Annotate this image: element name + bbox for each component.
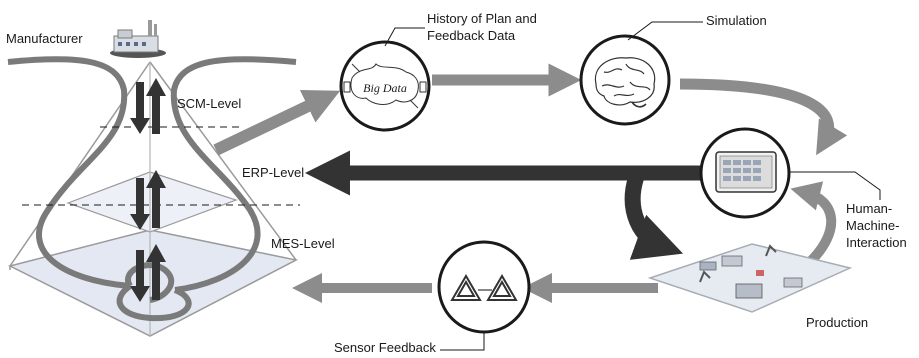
history-label-line1: History of Plan and [427,11,537,26]
production-floor-icon [647,243,853,313]
hmi-label-line3: Interaction [846,235,907,250]
factory-icon [110,20,166,58]
hmi-circle [699,127,791,219]
brain-icon [594,57,656,108]
history-label-line2: Feedback Data [427,28,516,43]
simulation-label: Simulation [706,13,767,28]
arrow-to-hmi [679,78,848,156]
hmi-label-line2: Machine- [846,218,900,233]
hmi-label-line1: Human- [846,201,893,216]
arrow-to-history [213,90,341,156]
erp-level-label: ERP-Level [242,165,305,180]
manufacturer-label: Manufacturer [6,31,83,46]
simulation-circle [579,34,671,126]
vertical-arrows [130,78,166,302]
tablet-icon [715,151,777,193]
scm-level-label: SCM-Level [177,96,242,111]
arrow-to-production [624,175,684,260]
simulation-leader [627,21,703,41]
sensor-feedback-label: Sensor Feedback [334,340,436,355]
history-leader [384,27,425,47]
big-data-text: Big Data [363,81,407,95]
sensor-circle [437,240,531,334]
pyramid [7,56,300,337]
sensor-leader [440,332,485,351]
funnel-outline [7,56,131,289]
penrose-triangle-icon [450,274,518,301]
production-label: Production [806,315,869,330]
big-data-icon [343,63,427,109]
arrow-production-to-hmi [790,181,837,266]
history-circle: Big Data [339,40,431,132]
hmi-leader [790,171,881,200]
mes-level-label: MES-Level [271,236,335,251]
